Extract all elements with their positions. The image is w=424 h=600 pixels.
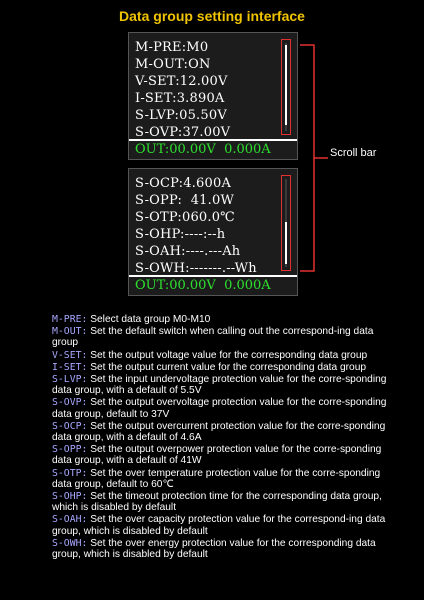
v-set-line: V-SET:12.00V: [135, 74, 228, 89]
item-code: V-SET:: [52, 349, 88, 361]
s-owh-line: S-OWH:-------.--Wh: [135, 261, 257, 276]
s-lvp-line: S-LVP:05.50V: [135, 108, 227, 123]
m-out-line: M-OUT:ON: [135, 57, 211, 72]
scrollbar-thumb[interactable]: [285, 222, 287, 264]
list-item: V-SET: Set the output voltage value for …: [52, 350, 392, 361]
item-code: S-OWH:: [52, 537, 88, 549]
item-code: S-OTP:: [52, 467, 88, 479]
item-text: Set the output overpower protection valu…: [52, 444, 382, 467]
scrollbar-thumb[interactable]: [285, 45, 287, 125]
screen-1-lines: M-PRE:M0 M-OUT:ON V-SET:12.00V I-SET:3.8…: [135, 39, 230, 141]
item-text: Set the default switch when calling out …: [52, 326, 374, 349]
output-status: OUT:00.00V 0.000A: [135, 142, 271, 157]
description-list: M-PRE: Select data group M0-M10 M-OUT: S…: [52, 314, 392, 561]
item-code: S-OVP:: [52, 397, 88, 409]
list-item: S-OHP: Set the timeout protection time f…: [52, 491, 392, 513]
item-text: Set the output overvoltage protection va…: [52, 397, 387, 420]
item-code: S-OCP:: [52, 420, 88, 432]
item-text: Set the over energy protection value for…: [52, 537, 376, 561]
list-item: S-OTP: Set the over temperature protecti…: [52, 468, 392, 490]
item-text: Set the over capacity protection value f…: [52, 514, 386, 537]
scroll-bar-label: Scroll bar: [330, 147, 377, 159]
list-item: M-PRE: Select data group M0-M10: [52, 314, 392, 325]
lcd-screen-2: S-OCP:4.600A S-OPP: 41.0W S-OTP:060.0℃ S…: [128, 168, 298, 296]
list-item: S-OAH: Set the over capacity protection …: [52, 514, 392, 536]
item-text: Set the input undervoltage protection va…: [52, 374, 387, 397]
item-code: S-LVP:: [52, 374, 88, 386]
s-otp-line: S-OTP:060.0℃: [135, 210, 235, 225]
item-text: Set the output overcurrent protection va…: [52, 420, 386, 444]
m-pre-line: M-PRE:M0: [135, 40, 209, 55]
s-oah-line: S-OAH:----.---Ah: [135, 244, 241, 259]
item-text: Select data group M0-M10: [87, 314, 211, 325]
scroll-bar-callout-lines: [300, 44, 328, 272]
s-ohp-line: S-OHP:----:--h: [135, 227, 226, 242]
scrollbar-2[interactable]: [281, 175, 291, 271]
item-code: S-OHP:: [52, 491, 88, 503]
i-set-line: I-SET:3.890A: [135, 91, 225, 106]
screen-2-lines: S-OCP:4.600A S-OPP: 41.0W S-OTP:060.0℃ S…: [135, 175, 257, 277]
divider: [129, 275, 297, 277]
item-code: I-SET:: [52, 361, 88, 373]
s-opp-line: S-OPP: 41.0W: [135, 193, 235, 208]
item-code: S-OAH:: [52, 514, 88, 526]
lcd-screen-1: M-PRE:M0 M-OUT:ON V-SET:12.00V I-SET:3.8…: [128, 32, 298, 160]
item-text: Set the output current value for the cor…: [87, 361, 367, 373]
list-item: S-OWH: Set the over energy protection va…: [52, 538, 392, 560]
list-item: I-SET: Set the output current value for …: [52, 362, 392, 373]
list-item: S-OPP: Set the output overpower protecti…: [52, 444, 392, 466]
item-text: Set the output voltage value for the cor…: [87, 349, 368, 361]
s-ocp-line: S-OCP:4.600A: [135, 176, 232, 191]
divider: [129, 139, 297, 141]
s-ovp-line: S-OVP:37.00V: [135, 125, 231, 140]
item-code: M-OUT:: [52, 326, 88, 338]
scrollbar-1[interactable]: [281, 39, 291, 135]
page-title: Data group setting interface: [119, 8, 305, 24]
item-text: Set the over temperature protection valu…: [52, 467, 381, 490]
list-item: S-OVP: Set the output overvoltage protec…: [52, 397, 392, 419]
list-item: S-OCP: Set the output overcurrent protec…: [52, 421, 392, 443]
item-code: S-OPP:: [52, 444, 88, 456]
list-item: M-OUT: Set the default switch when calli…: [52, 326, 392, 348]
item-code: M-PRE:: [52, 314, 88, 325]
output-status: OUT:00.00V 0.000A: [135, 278, 271, 293]
list-item: S-LVP: Set the input undervoltage protec…: [52, 374, 392, 396]
item-text: Set the timeout protection time for the …: [52, 491, 382, 514]
